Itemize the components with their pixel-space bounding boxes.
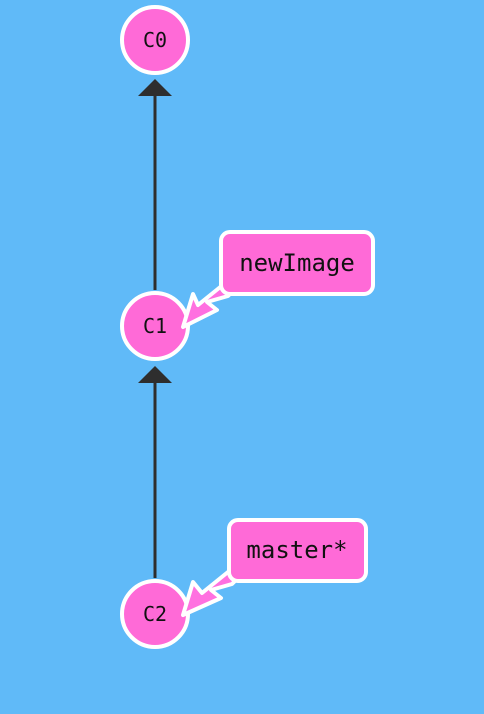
edge-c1-to-c0 [138,79,172,290]
commit-node-c1[interactable]: C1 [120,291,190,361]
branch-label-box [219,230,375,296]
branch-label-box [227,518,368,583]
arrowhead-icon [138,79,172,96]
edge-c2-to-c1 [138,366,172,578]
commit-label: C1 [143,314,167,338]
branch-newimage[interactable]: newImage [181,230,375,329]
commit-label: C2 [143,602,167,626]
branch-master[interactable]: master* [181,518,368,617]
branch-pointer-arrow-icon [181,568,248,617]
commit-node-c2[interactable]: C2 [120,579,190,649]
arrowhead-icon [138,366,172,383]
branch-name: master* [246,536,347,564]
branch-name: newImage [239,249,355,277]
commit-label: C0 [143,28,167,52]
commit-node-c0[interactable]: C0 [120,5,190,75]
